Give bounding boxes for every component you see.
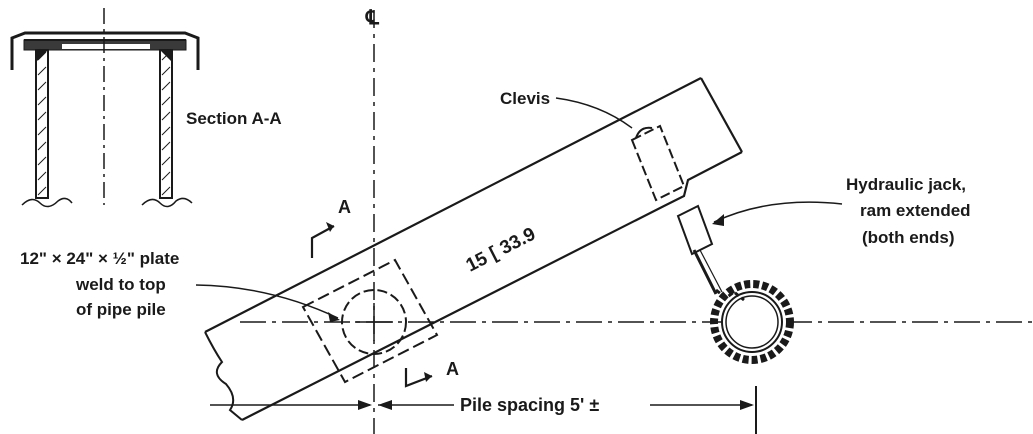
centerline-symbol: ℄ (365, 7, 380, 29)
section-break-left (21, 197, 73, 208)
channel-break-line (204, 331, 243, 421)
section-plate (10, 31, 200, 70)
section-a-a-detail: Section A-A (10, 8, 282, 208)
section-mark-bottom: A (404, 359, 459, 388)
plate-leader (195, 284, 339, 319)
jack-leader (713, 201, 843, 223)
svg-text:Hydraulic jack,: Hydraulic jack, (846, 175, 966, 194)
pipe-pile-outline (341, 289, 407, 355)
svg-text:of pipe pile: of pipe pile (76, 300, 166, 319)
section-pipe-wall-left (35, 49, 49, 199)
jack-label: Hydraulic jack, ram extended (both ends) (846, 175, 971, 247)
pile-spacing-dimension: Pile spacing 5' ± (210, 386, 757, 434)
clevis-leader (555, 97, 633, 129)
svg-text:A: A (446, 359, 459, 379)
plate-with-pipe (301, 258, 439, 384)
svg-text:12" × 24" × ½" plate: 12" × 24" × ½" plate (20, 249, 179, 268)
section-weld-left (36, 50, 48, 62)
pile-spacing-label: Pile spacing 5' ± (460, 395, 599, 415)
svg-text:(both ends): (both ends) (862, 228, 955, 247)
svg-text:A: A (338, 197, 351, 217)
section-title: Section A-A (186, 109, 282, 128)
channel-label: 15 [ 33.9 (463, 224, 539, 277)
section-mark-top: A (310, 197, 351, 258)
hydraulic-jack-assembly (630, 124, 794, 364)
section-pipe-wall-right (159, 49, 173, 199)
section-break-right (141, 197, 193, 208)
reaction-pile (725, 295, 779, 349)
section-weld-right (160, 50, 172, 62)
hydraulic-ram (692, 249, 718, 295)
clevis-outline (630, 124, 686, 202)
svg-text:weld to top: weld to top (75, 275, 166, 294)
hydraulic-jack-body (676, 204, 714, 256)
plate-label: 12" × 24" × ½" plate weld to top of pipe… (20, 249, 179, 319)
chain-loop (710, 280, 794, 364)
clevis-label: Clevis (500, 89, 550, 108)
plate-outline (301, 258, 439, 384)
svg-text:ram extended: ram extended (860, 201, 971, 220)
